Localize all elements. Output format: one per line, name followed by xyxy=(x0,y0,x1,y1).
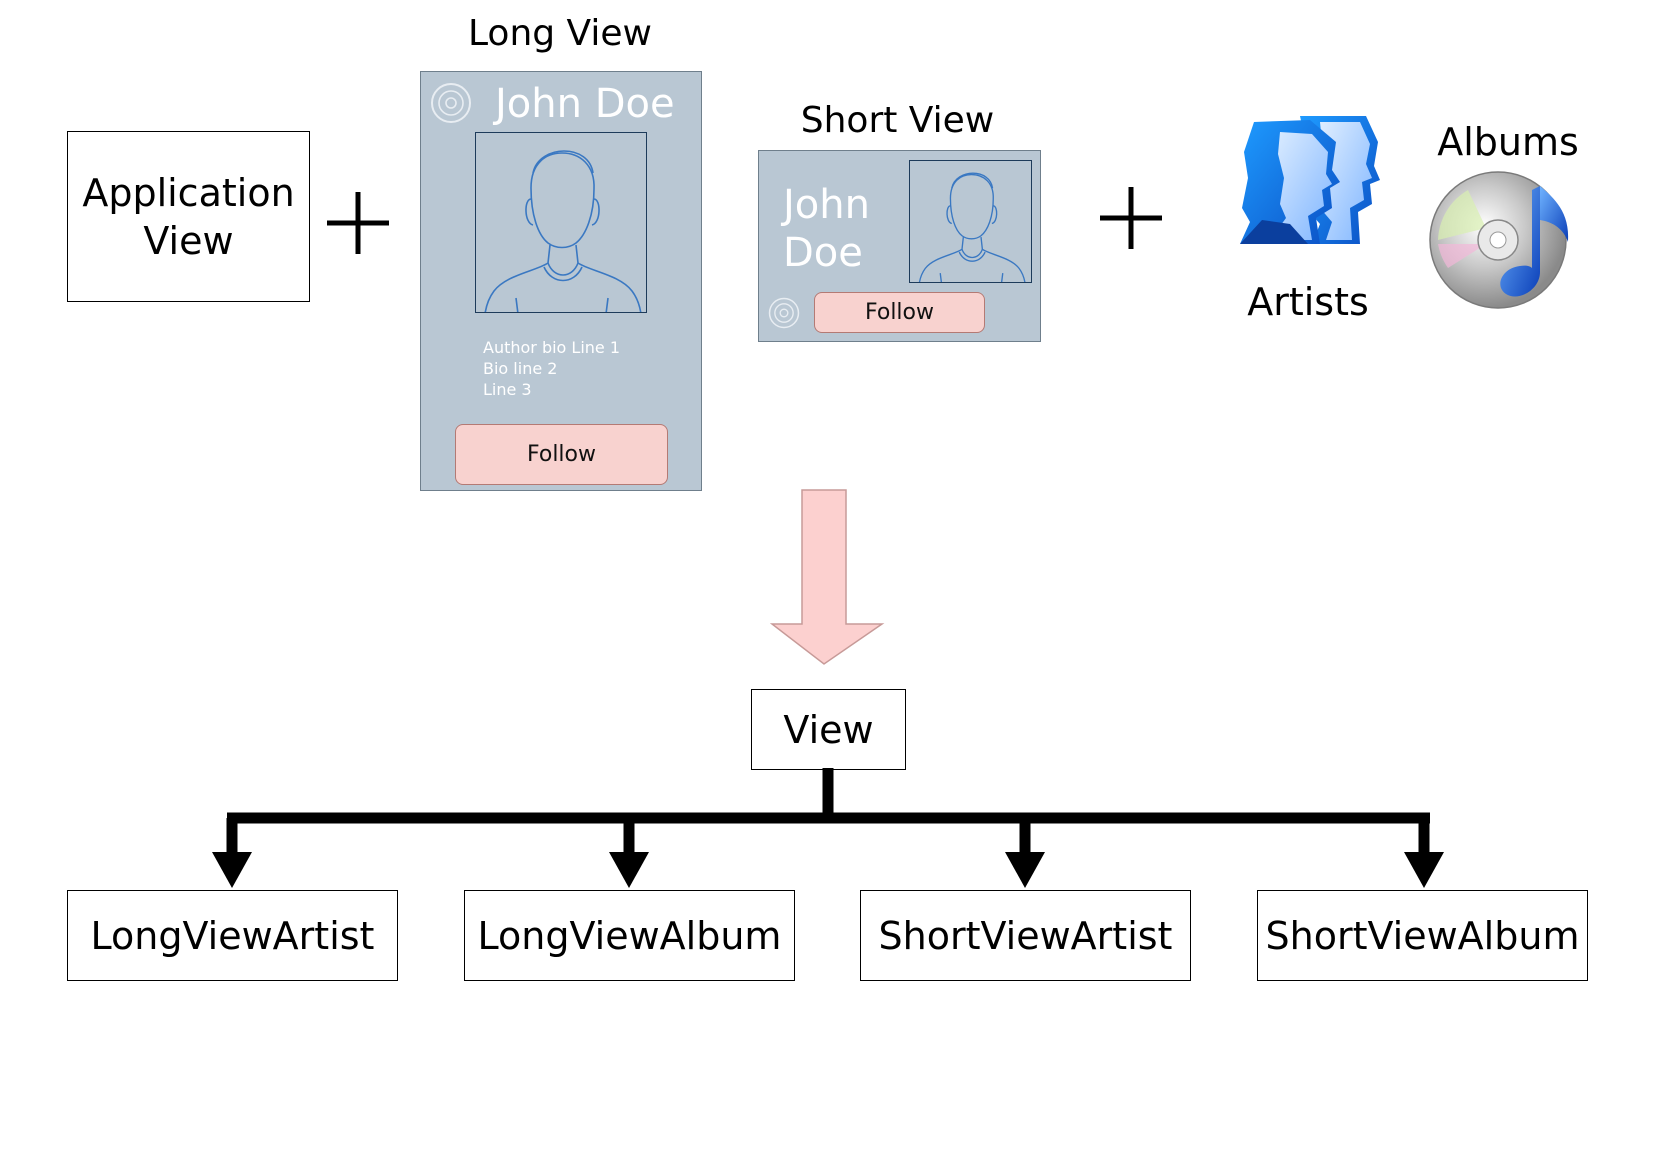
short-view-title: Short View xyxy=(800,100,995,141)
child-label-long-view-album: LongViewAlbum xyxy=(477,913,782,958)
person-outline-icon xyxy=(918,172,1026,282)
long-card-name: John Doe xyxy=(495,81,675,127)
plus-icon xyxy=(1100,187,1162,249)
artists-icon xyxy=(1240,116,1380,244)
view-root-label: View xyxy=(783,707,874,752)
albums-cd-icon xyxy=(1429,171,1569,309)
disc-icon xyxy=(431,83,471,123)
plus-icon xyxy=(327,192,389,254)
short-card-name: John Doe xyxy=(783,181,870,277)
down-arrow-icon xyxy=(770,489,885,665)
short-card-name-line-1: John xyxy=(783,182,870,228)
albums-label: Albums xyxy=(1437,120,1579,164)
bio-line-2: Bio line 2 xyxy=(483,359,558,378)
bio-line-3: Line 3 xyxy=(483,380,532,399)
application-view-label: Application View xyxy=(82,170,295,263)
short-card-follow-button[interactable]: Follow xyxy=(814,292,985,333)
hierarchy-connectors xyxy=(212,768,1444,888)
child-label-long-view-artist: LongViewArtist xyxy=(90,913,375,958)
view-root-box: View xyxy=(751,689,906,770)
long-card-photo xyxy=(475,132,647,313)
child-label-short-view-artist: ShortViewArtist xyxy=(878,913,1173,958)
short-view-card: John Doe Follow xyxy=(758,150,1041,342)
child-box-short-view-album: ShortViewAlbum xyxy=(1257,890,1588,981)
artists-label: Artists xyxy=(1247,280,1369,324)
application-view-box: Application View xyxy=(67,131,310,302)
disc-icon xyxy=(768,297,800,329)
bio-line-1: Author bio Line 1 xyxy=(483,338,621,357)
child-box-long-view-artist: LongViewArtist xyxy=(67,890,398,981)
child-label-short-view-album: ShortViewAlbum xyxy=(1265,913,1580,958)
short-card-name-line-2: Doe xyxy=(783,230,863,276)
child-box-long-view-album: LongViewAlbum xyxy=(464,890,795,981)
person-outline-icon xyxy=(484,150,642,312)
long-card-bio: Author bio Line 1 Bio line 2 Line 3 xyxy=(483,337,620,400)
long-view-card: John Doe Author bio Line 1 Bio line 2 Li… xyxy=(420,71,702,491)
short-card-photo xyxy=(909,160,1032,283)
long-card-follow-button[interactable]: Follow xyxy=(455,424,668,485)
long-view-title: Long View xyxy=(468,13,652,54)
child-box-short-view-artist: ShortViewArtist xyxy=(860,890,1191,981)
